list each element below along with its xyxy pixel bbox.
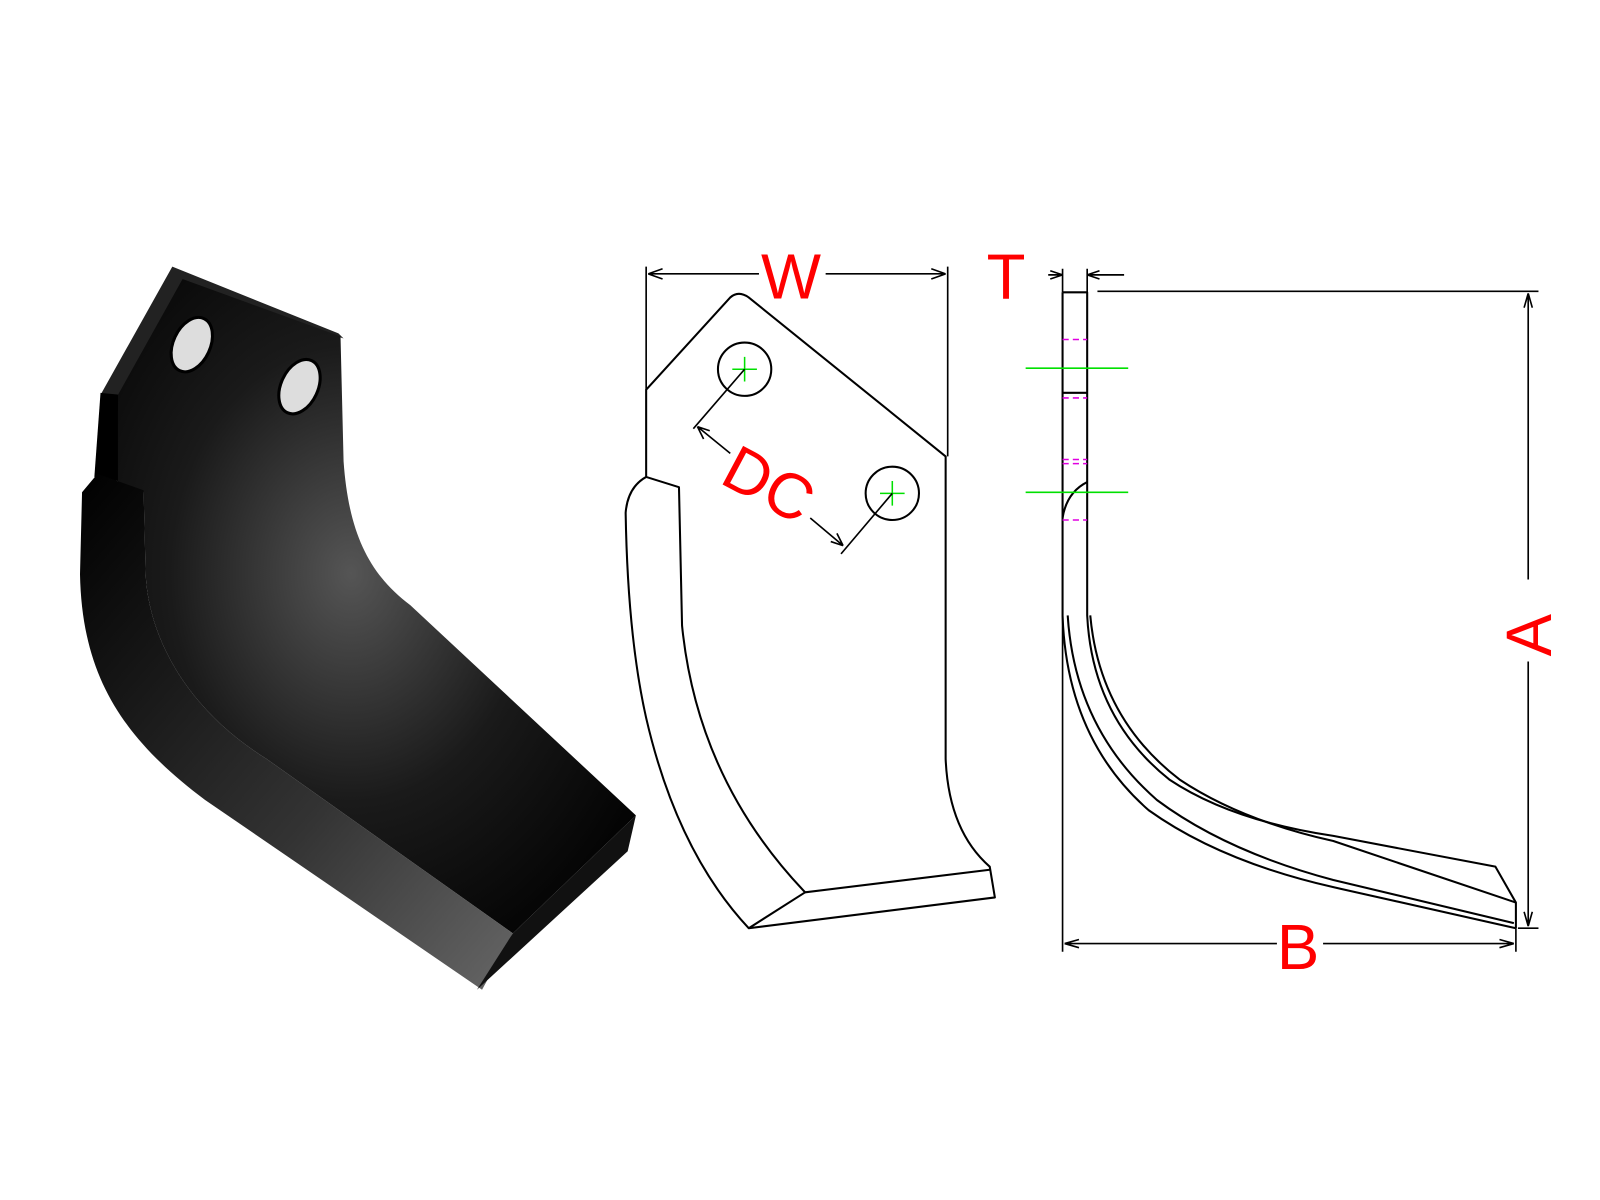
- blade-edge-face: [80, 473, 513, 990]
- blade-main-face: [117, 278, 636, 934]
- mounting-hole-3d: [277, 357, 322, 416]
- blade-front-view: W DC: [624, 241, 996, 930]
- blade-top-edge: [100, 266, 344, 395]
- blade-3d-view: [80, 266, 636, 990]
- thickness-label: T: [987, 241, 1026, 312]
- height-label: A: [1494, 613, 1565, 656]
- hole-distance-label: DC: [711, 432, 825, 538]
- blade-side-view: T A B: [987, 241, 1565, 983]
- blade-tip-face: [476, 815, 636, 990]
- length-label: B: [1277, 912, 1319, 983]
- mounting-hole: [864, 465, 920, 522]
- blade-side-face: [94, 392, 124, 483]
- width-label: W: [761, 241, 821, 312]
- mounting-hole: [716, 341, 773, 397]
- mounting-hole-3d: [169, 315, 215, 374]
